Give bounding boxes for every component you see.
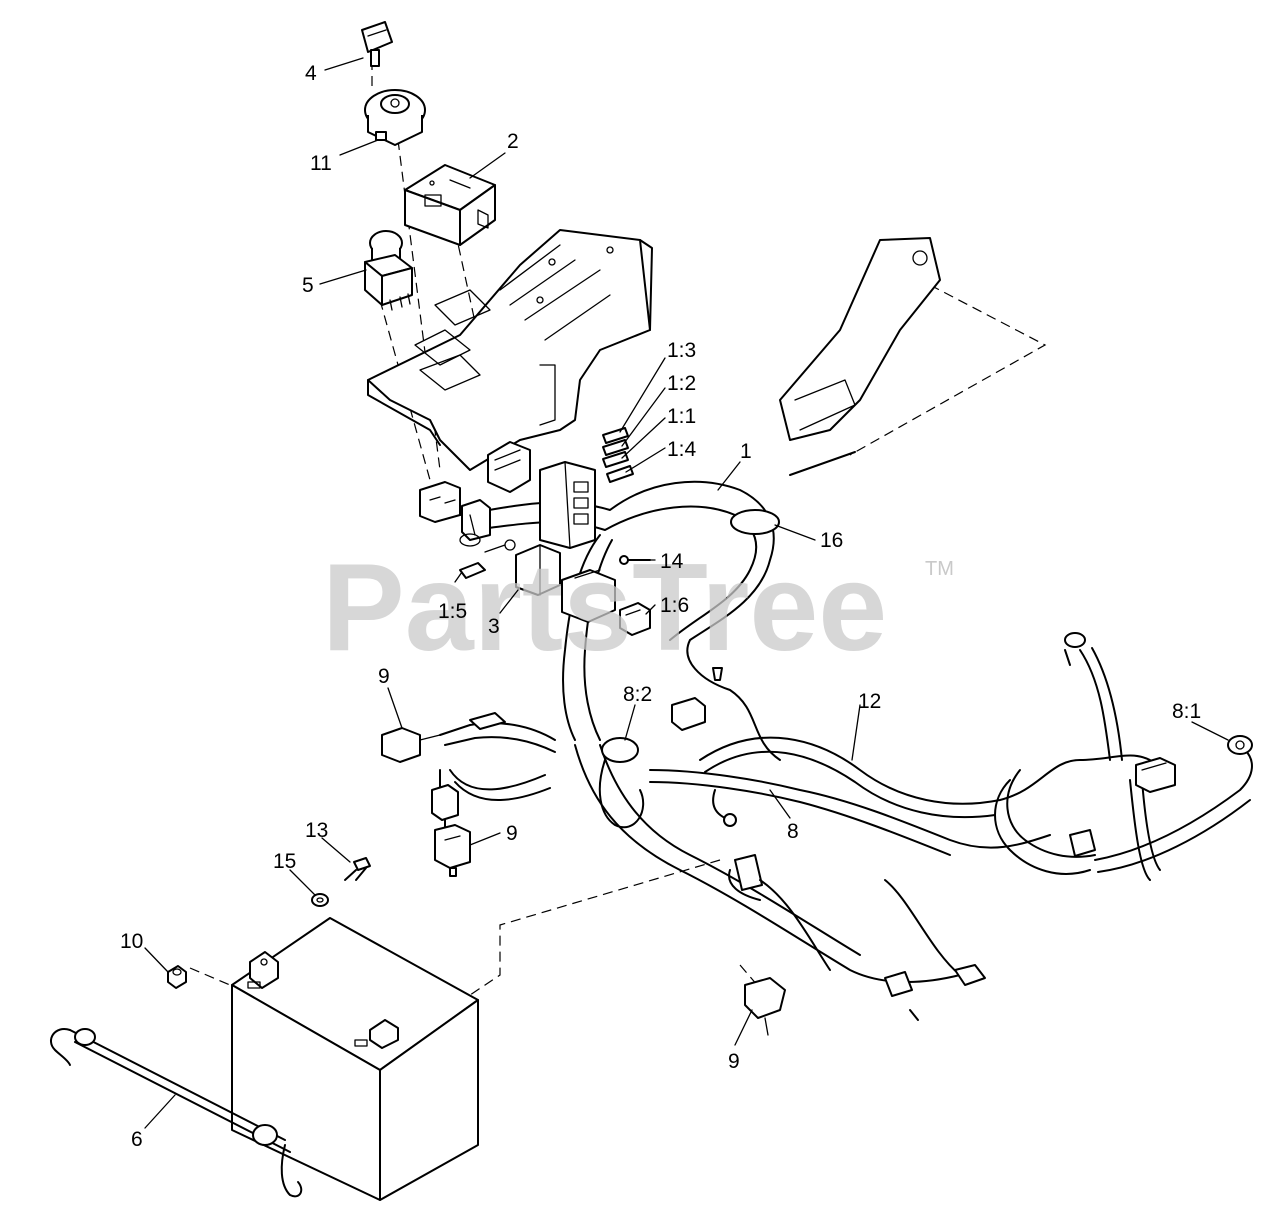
callout-9-lower: 9	[728, 1050, 740, 1073]
relay	[515, 544, 561, 596]
cable-tie	[730, 509, 780, 535]
callout-1-1: 1:1	[667, 405, 696, 428]
interlock-switch-middle	[431, 784, 471, 877]
callout-1-3: 1:3	[667, 339, 696, 362]
callout-8: 8	[787, 820, 799, 843]
battery	[231, 917, 479, 1201]
main-wire-harness	[419, 441, 961, 983]
control-panel-bracket	[367, 229, 653, 471]
callout-1-5: 1:5	[438, 600, 467, 623]
interlock-switch-upper	[381, 712, 556, 802]
nut-10	[167, 965, 187, 989]
ignition-key	[361, 21, 393, 67]
callout-13: 13	[305, 819, 328, 842]
assembly-dashed-lines	[189, 60, 1047, 1001]
connector-1-6	[619, 602, 651, 636]
callout-1: 1	[740, 440, 752, 463]
leader-lines	[144, 57, 1229, 1129]
washer-15	[311, 893, 329, 907]
pto-switch	[364, 230, 413, 311]
callout-10: 10	[120, 930, 143, 953]
callout-3: 3	[488, 615, 500, 638]
callout-2: 2	[507, 130, 519, 153]
callout-4: 4	[305, 62, 317, 85]
side-bracket	[779, 237, 941, 476]
interlock-switch-lower	[728, 854, 986, 1036]
callout-labels: 4 11 2 5 1:3 1:2 1:1 1:4 1 16 14 1:5 3 1…	[120, 62, 1201, 1151]
watermark-trademark: TM	[925, 558, 954, 580]
callout-9-upper: 9	[378, 665, 390, 688]
callout-15: 15	[273, 850, 296, 873]
watermark-text: PartsTree	[322, 539, 887, 677]
callout-16: 16	[820, 529, 843, 552]
callout-11: 11	[310, 152, 332, 175]
battery-hold-down-rod	[50, 1028, 303, 1198]
callout-9-middle: 9	[506, 822, 518, 845]
battery-cable-negative	[598, 667, 1051, 856]
relay-socket	[561, 555, 651, 623]
callout-14: 14	[660, 550, 684, 573]
callout-12: 12	[858, 690, 881, 713]
bolt-13	[344, 857, 371, 881]
callout-1-4: 1:4	[667, 438, 697, 461]
callout-6: 6	[131, 1128, 143, 1151]
callout-5: 5	[302, 274, 314, 297]
ignition-switch	[364, 89, 426, 146]
callout-1-6: 1:6	[660, 594, 689, 617]
watermark: PartsTree TM	[322, 539, 954, 677]
hour-meter	[404, 164, 496, 246]
callout-8-2: 8:2	[623, 683, 652, 706]
harness-12	[699, 632, 1253, 881]
callout-1-2: 1:2	[667, 372, 696, 395]
callout-8-1: 8:1	[1172, 700, 1201, 723]
fuse-holders-cluster	[602, 427, 634, 483]
